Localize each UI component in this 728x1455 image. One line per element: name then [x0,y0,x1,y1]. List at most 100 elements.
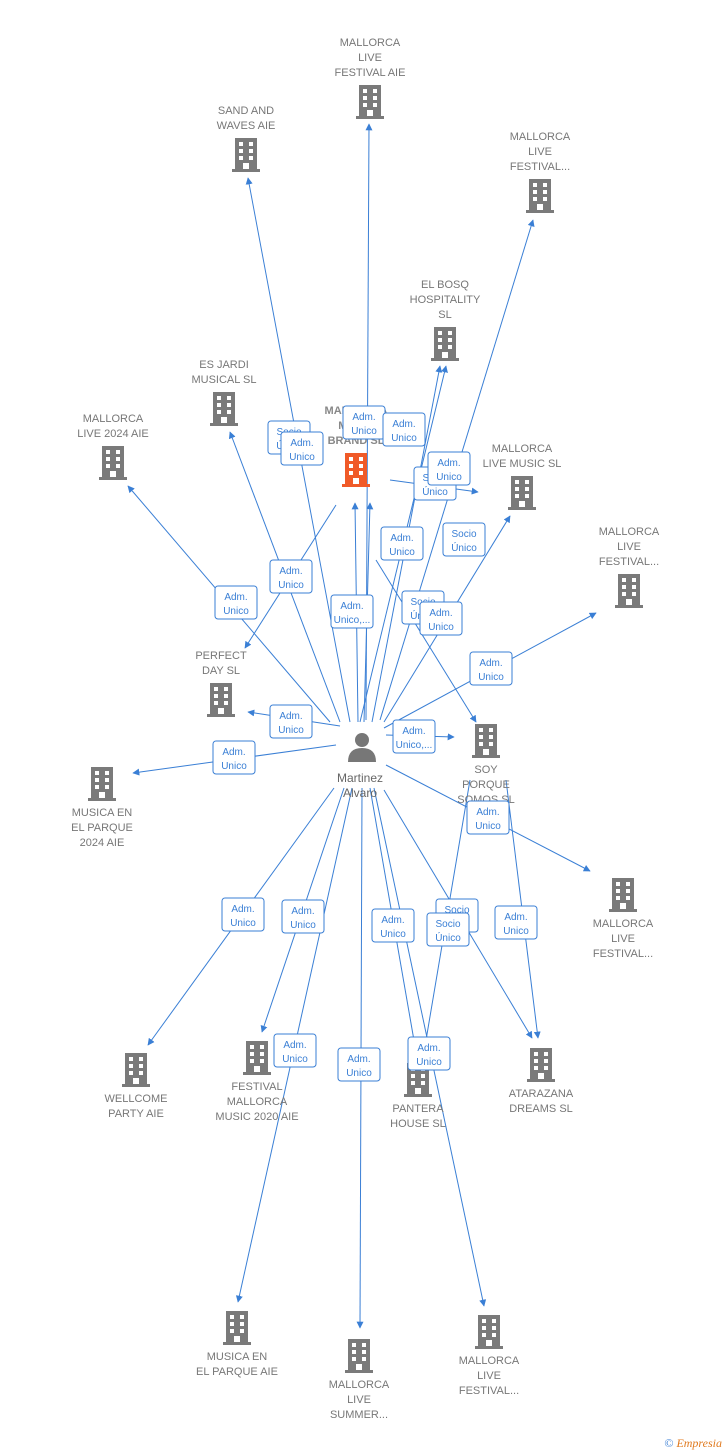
relation-label-box[interactable]: Adm.Unico [269,559,313,594]
relation-label-text: Adm. [347,1054,370,1065]
relation-label-box[interactable]: Adm.Unico [466,800,510,835]
relation-label-box[interactable]: Adm.Unico [212,740,256,775]
relation-label-box[interactable]: Adm.Unico [280,431,324,466]
company-label: EL PARQUE AIE [196,1366,278,1378]
building-icon [232,138,260,172]
relation-label-text: Unico [346,1068,372,1079]
building-icon [472,724,500,758]
relation-label-text: Adm. [479,658,502,669]
company-label: EL BOSQ [421,279,469,291]
relation-label-text: Socio [444,905,469,916]
building-icon [615,574,643,608]
relation-label-box[interactable]: Adm. Unico [337,1047,381,1082]
company-label: MUSICAL SL [191,374,256,386]
company-label: MUSICA EN [207,1351,268,1363]
company-node-pantera-house[interactable]: PANTERA HOUSE SL [390,1063,446,1130]
company-label: HOSPITALITY [410,294,481,306]
company-label: ES JARDI [199,359,249,371]
relation-label-text: Adm. [279,566,302,577]
building-icon [356,85,384,119]
relation-label-box[interactable]: Adm.Unico [221,897,265,932]
company-node-mallorca-live-festival-top[interactable]: MALLORCALIVEFESTIVAL... [510,131,571,213]
relation-label-text: Adm. [352,412,375,423]
relation-label-box[interactable]: Adm.Unico,... [330,594,374,629]
company-node-mallorca-live-festival-lowright[interactable]: MALLORCALIVEFESTIVAL... [593,878,654,960]
relation-label-text: Adm. [402,726,425,737]
building-icon [99,446,127,480]
relation-label-text: Adm. [390,533,413,544]
relation-label-text: Unico,... [334,615,371,626]
company-label: MALLORCA [227,1096,288,1108]
company-node-mallorca-live-festival-right[interactable]: MALLORCALIVEFESTIVAL... [599,526,660,608]
relation-label-text: Unico [478,672,504,683]
relation-label-box[interactable]: Adm.Unico [214,585,258,620]
company-label: 2024 AIE [80,837,125,849]
company-label: HOUSE SL [390,1118,446,1130]
relation-label-box[interactable]: Adm. Unico [382,412,426,447]
company-label: SAND AND [218,105,274,117]
company-label: ATARAZANA [509,1088,574,1100]
relation-label-text: Adm. [392,419,415,430]
building-icon [526,179,554,213]
company-label: LIVE [617,541,641,553]
company-label: MALLORCA [340,37,401,49]
relation-label-box[interactable]: Adm.Unico [371,908,415,943]
relation-label-box[interactable]: Adm.Unico [269,704,313,739]
company-label: WELLCOME [105,1093,168,1105]
building-icon [210,392,238,426]
company-node-mallorca-live-festival-bottom[interactable]: MALLORCALIVEFESTIVAL... [459,1315,520,1397]
company-label: LIVE 2024 AIE [77,428,149,440]
relation-label-text: Adm. [437,458,460,469]
relation-label-text: Adm. [417,1043,440,1054]
relation-label-text: Unico [391,433,417,444]
building-icon [88,767,116,801]
building-icon [527,1048,555,1082]
company-label: PANTERA [392,1103,444,1115]
company-node-es-jardi[interactable]: ES JARDI MUSICAL SL [191,359,257,426]
relation-label-text: Unico [221,761,247,772]
relation-label-text: Adm. [476,807,499,818]
relation-label-box[interactable]: Adm.Unico [380,526,424,561]
relation-label-text: Unico [436,472,462,483]
relation-label-box[interactable]: Adm. Unico [427,451,471,486]
relation-label-text: Adm. [504,912,527,923]
relation-label-text: Adm. [429,608,452,619]
footer-brand[interactable]: © Empresia [664,1436,722,1451]
building-icon [342,453,370,487]
person-icon [348,733,376,762]
edges-layer [127,123,597,1329]
relation-label-text: Unico [290,920,316,931]
relation-label-box[interactable]: Adm. Unico [407,1036,451,1071]
company-label: FESTIVAL... [593,948,653,960]
relation-label-box[interactable]: Adm.Unico,... [392,719,436,754]
relation-label-text: Adm. [283,1040,306,1051]
relation-label-text: Unico [223,606,249,617]
relation-label-box[interactable]: Adm.Unico [273,1033,317,1068]
company-label: MUSIC 2020 AIE [215,1111,298,1123]
relation-label-box[interactable]: Adm.Unico [494,905,538,940]
relation-label-box[interactable]: Adm.Unico [342,405,386,440]
relation-label-box[interactable]: Adm.Unico [419,601,463,636]
edge-labels-layer: Adm.UnicoSocioÚnicoAdm.UnicoAdm.UnicoSoc… [212,405,538,1082]
relation-label-box[interactable]: Adm. Unico [469,651,513,686]
company-node-mallorca-live-summer[interactable]: MALLORCALIVESUMMER... [329,1339,390,1421]
company-node-musica-parque[interactable]: MUSICA EN EL PARQUE AIE [196,1311,278,1378]
relation-label-box[interactable]: Adm.Unico [281,899,325,934]
relation-label-text: Unico [416,1057,442,1068]
